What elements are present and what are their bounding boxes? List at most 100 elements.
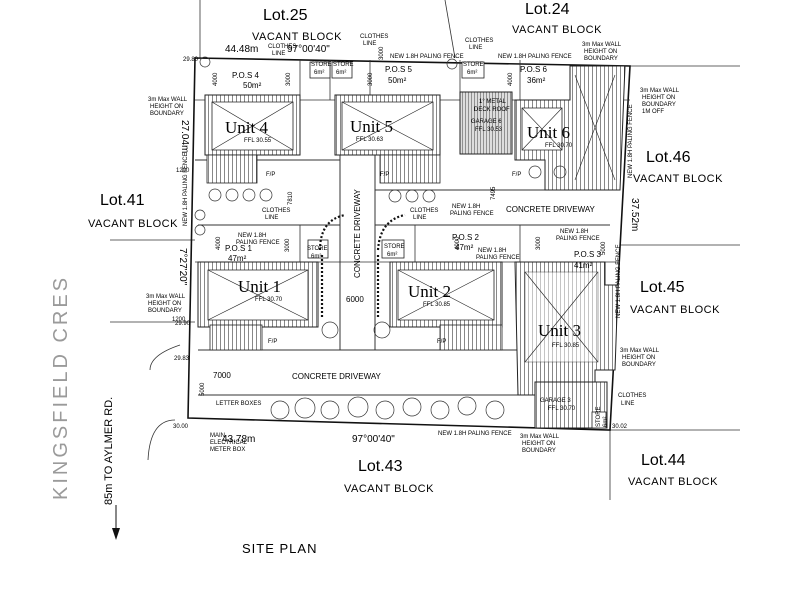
svg-text:LINE: LINE xyxy=(413,215,426,221)
svg-text:NEW 1.8H PALING FENCE: NEW 1.8H PALING FENCE xyxy=(390,54,464,60)
unit-3-building xyxy=(514,261,619,396)
svg-text:29.80: 29.80 xyxy=(183,57,199,63)
svg-text:ELECTRICAL: ELECTRICAL xyxy=(210,440,248,446)
garage-6-building xyxy=(459,91,513,155)
svg-text:NEW 1.8H PALING FENCE: NEW 1.8H PALING FENCE xyxy=(616,244,622,318)
svg-text:BOUNDARY: BOUNDARY xyxy=(642,102,676,108)
driveway-label-right: CONCRETE DRIVEWAY xyxy=(506,205,596,214)
lot-43-label: Lot.43 xyxy=(358,458,403,475)
svg-text:30.02: 30.02 xyxy=(612,424,628,430)
unit-1-label: Unit 1 xyxy=(238,277,281,296)
unit-3-pos: P.O.S 3 xyxy=(574,250,602,259)
garage-3-building xyxy=(534,381,608,429)
unit-3-label: Unit 3 xyxy=(538,321,581,340)
garden-beds xyxy=(318,213,406,318)
dim-3000-a: 3000 xyxy=(286,72,292,86)
boundary-dimensions: 44.48m 97°00'40" 43.78m 97°00'40" 27.04m… xyxy=(177,44,640,445)
diagram-title: SITE PLAN xyxy=(242,541,317,556)
lot-45-label: Lot.45 xyxy=(640,279,685,296)
svg-text:NEW 1.8H: NEW 1.8H xyxy=(478,248,506,254)
dim-3000-e: 3000 xyxy=(379,46,385,60)
svg-text:LINE: LINE xyxy=(469,45,482,51)
lot-24-status: VACANT BLOCK xyxy=(512,24,602,36)
svg-text:6m²: 6m² xyxy=(387,252,397,258)
svg-text:NEW 1.8H: NEW 1.8H xyxy=(238,233,266,239)
unit-5-label: Unit 5 xyxy=(350,117,393,136)
svg-text:3m Max WALL: 3m Max WALL xyxy=(146,294,186,300)
dim-5000-b: 5000 xyxy=(200,382,206,396)
dim-4000-b: 4000 xyxy=(508,72,514,86)
bottom-bearing: 97°00'40" xyxy=(352,434,395,445)
svg-text:6m²: 6m² xyxy=(603,417,609,427)
annotation-notes: CLOTHES LINE CLOTHES LINE NEW 1.8H PALIN… xyxy=(146,34,680,454)
unit-2-building xyxy=(389,261,503,351)
unit-6-label: Unit 6 xyxy=(527,123,570,142)
svg-text:NEW 1.8H PALING FENCE: NEW 1.8H PALING FENCE xyxy=(498,54,572,60)
street-name: KINGSFIELD CRES xyxy=(50,275,72,500)
svg-text:HEIGHT ON: HEIGHT ON xyxy=(622,355,655,361)
unit-labels: Unit 4 FFL 30.55 P.O.S 4 50m² Unit 5 FFL… xyxy=(225,65,602,349)
svg-text:6m²: 6m² xyxy=(311,254,321,260)
svg-text:F/P: F/P xyxy=(266,172,275,178)
unit-6-pos: P.O.S 6 xyxy=(520,65,548,74)
store-sheds xyxy=(307,61,607,429)
svg-text:HEIGHT ON: HEIGHT ON xyxy=(584,49,617,55)
unit-2-label: Unit 2 xyxy=(408,282,451,301)
svg-text:3m Max WALL: 3m Max WALL xyxy=(620,348,660,354)
svg-text:29.90: 29.90 xyxy=(175,321,191,327)
garage-3-ffl: FFL 30.70 xyxy=(548,406,576,412)
driveway-label-vertical: CONCRETE DRIVEWAY xyxy=(353,188,362,278)
unit-5-area: 50m² xyxy=(388,76,407,85)
svg-text:LINE: LINE xyxy=(621,401,634,407)
svg-text:CLOTHES: CLOTHES xyxy=(262,208,290,214)
lot-44-label: Lot.44 xyxy=(641,452,686,469)
svg-text:3m Max WALL: 3m Max WALL xyxy=(520,434,560,440)
unit-4-ffl: FFL 30.55 xyxy=(244,138,272,144)
bottom-length: 43.78m xyxy=(222,434,255,445)
unit-2-ffl: FFL 30.85 xyxy=(423,302,451,308)
svg-text:MAIN: MAIN xyxy=(210,433,225,439)
lot-25-status: VACANT BLOCK xyxy=(252,31,342,43)
lot-25-label: Lot.25 xyxy=(263,7,308,24)
dim-5000-a: 5000 xyxy=(601,241,607,255)
road-note: 85m TO AYLMER RD. xyxy=(103,397,115,505)
svg-text:HEIGHT ON: HEIGHT ON xyxy=(150,104,183,110)
dim-1200-b: 1200 xyxy=(172,317,186,323)
garage-3-label: GARAGE 3 xyxy=(540,398,571,404)
svg-text:6m²: 6m² xyxy=(467,70,477,76)
svg-text:PALING FENCE: PALING FENCE xyxy=(556,236,600,242)
top-length: 44.48m xyxy=(225,44,258,55)
svg-text:STORE: STORE xyxy=(596,406,602,427)
dim-4000-a: 4000 xyxy=(213,72,219,86)
svg-text:6m²: 6m² xyxy=(314,70,324,76)
dim-6000: 6000 xyxy=(346,295,364,304)
top-bearing: 97°00'40" xyxy=(287,44,330,55)
svg-text:LINE: LINE xyxy=(363,41,376,47)
svg-text:PALING FENCE: PALING FENCE xyxy=(236,240,280,246)
svg-text:BOUNDARY: BOUNDARY xyxy=(622,362,656,368)
garage-6-label: GARAGE 6 xyxy=(471,119,502,125)
svg-text:STORE: STORE xyxy=(333,62,354,68)
unit-1-area: 47m² xyxy=(228,254,247,263)
unit-4-pos: P.O.S 4 xyxy=(232,71,260,80)
lot-45-status: VACANT BLOCK xyxy=(630,304,720,316)
svg-text:3m Max WALL: 3m Max WALL xyxy=(582,42,622,48)
dim-7000: 7000 xyxy=(213,371,231,380)
dim-3000-d: 3000 xyxy=(536,236,542,250)
svg-text:F/P: F/P xyxy=(380,172,389,178)
garage-labels: 1° METAL DECK ROOF GARAGE 6 FFL 30.53 GA… xyxy=(471,99,576,412)
unit-3-area: 41m² xyxy=(574,261,593,270)
svg-text:BOUNDARY: BOUNDARY xyxy=(150,111,184,117)
svg-text:CLOTHES: CLOTHES xyxy=(360,34,388,40)
lot-labels: Lot.25 VACANT BLOCK Lot.24 VACANT BLOCK … xyxy=(88,1,723,495)
shrubs xyxy=(194,56,567,420)
right-length: 37.52m xyxy=(629,198,640,231)
svg-text:F/P: F/P xyxy=(437,339,446,345)
svg-text:NEW 1.8H PALING FENCE: NEW 1.8H PALING FENCE xyxy=(438,431,512,437)
dim-1200-a: 1200 xyxy=(176,168,190,174)
svg-text:6m²: 6m² xyxy=(336,70,346,76)
svg-text:STORE: STORE xyxy=(307,246,328,252)
unit-6-ffl: FFL 30.70 xyxy=(545,143,573,149)
svg-text:PALING FENCE: PALING FENCE xyxy=(450,211,494,217)
